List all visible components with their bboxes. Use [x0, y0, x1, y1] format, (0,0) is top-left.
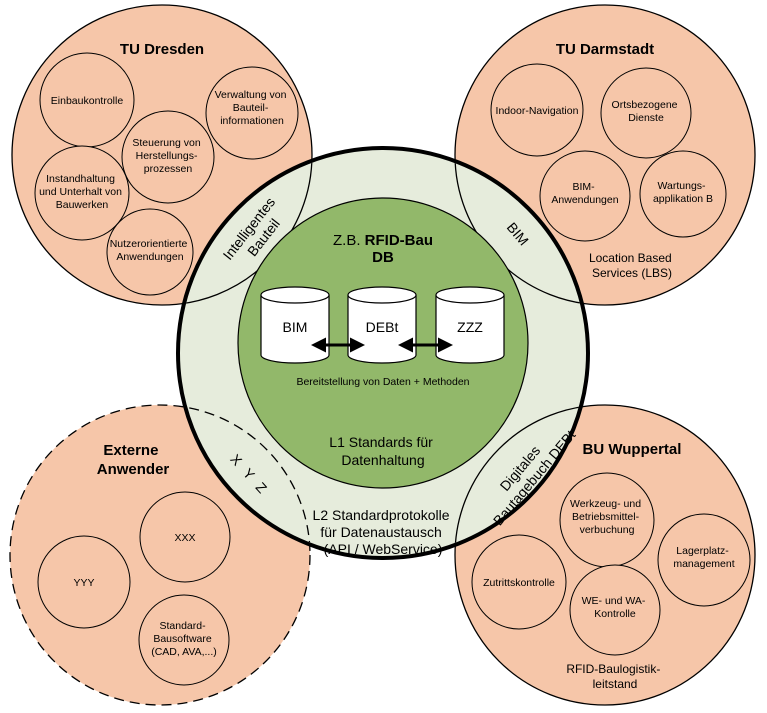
ortsbezogene-dienste-label: Ortsbezogene Dienste	[612, 99, 681, 124]
tu-darmstadt-title: TU Darmstadt	[556, 41, 654, 58]
core-title-db: DB	[372, 249, 394, 266]
database-debt[interactable]: DEBt	[347, 286, 417, 364]
database-bim-label: BIM	[283, 319, 308, 335]
herstellungsprozesse-label: Steuerung von Herstellungs- prozessen	[132, 137, 203, 175]
database-bim[interactable]: BIM	[260, 286, 330, 364]
xxx-circle[interactable]	[139, 491, 231, 583]
wartungsapplikation-label: Wartungs- applikation B	[653, 180, 713, 205]
wartungsapplikation-circle[interactable]	[639, 150, 727, 238]
zutrittskontrolle-circle[interactable]	[471, 534, 567, 630]
tu-dresden-title: TU Dresden	[120, 41, 204, 58]
bu-wuppertal-title: BU Wuppertal	[583, 441, 682, 458]
lbs-label: Location Based Services (LBS)	[589, 251, 675, 280]
nutzerorientierte-circle[interactable]	[106, 208, 194, 296]
einbaukontrolle-label: Einbaukontrolle	[51, 95, 124, 107]
core-title: Z.B. RFID-Bau	[333, 232, 433, 249]
we-wa-kontrolle-circle[interactable]	[569, 564, 661, 656]
we-wa-kontrolle-label: WE- und WA- Kontrolle	[582, 595, 649, 620]
indoor-navigation-label: Indoor-Navigation	[496, 105, 579, 117]
indoor-navigation-circle[interactable]	[490, 63, 584, 157]
herstellungsprozesse-circle[interactable]	[121, 110, 215, 204]
bauteilinformationen-circle[interactable]	[205, 66, 299, 160]
core-caption: Bereitstellung von Daten + Methoden	[296, 376, 469, 388]
werkzeug-label: Werkzeug- und Betriebsmittel- verbuchung	[570, 498, 644, 536]
xxx-label: XXX	[174, 532, 195, 544]
database-zzz-label: ZZZ	[457, 319, 483, 335]
lagerplatz-circle[interactable]	[657, 513, 751, 607]
yyy-circle[interactable]	[37, 535, 131, 629]
standard-bausoftware-circle[interactable]	[138, 594, 230, 686]
zutrittskontrolle-label: Zutrittskontrolle	[483, 577, 555, 589]
rfid-baulogistik-label: RFID-Baulogistik- leitstand	[566, 662, 663, 691]
instandhaltung-label: Instandhaltung und Unterhalt von Bauwerk…	[39, 173, 125, 211]
nutzerorientierte-label: Nutzerorientierte Anwendungen	[110, 238, 191, 263]
l2-standards-label: L2 Standardprotokolle für Datenaustausch…	[313, 507, 454, 557]
tu-dresden-group: TU Dresden Einbaukontrolle Verwaltung vo…	[11, 4, 313, 306]
database-debt-label: DEBt	[366, 319, 399, 335]
instandhaltung-circle[interactable]	[34, 145, 130, 241]
database-zzz[interactable]: ZZZ	[435, 286, 505, 364]
lagerplatz-label: Lagerplatz- management	[673, 545, 734, 570]
bim-anwendungen-label: BIM- Anwendungen	[551, 181, 618, 206]
ortsbezogene-dienste-circle[interactable]	[600, 67, 692, 159]
standard-bausoftware-label: Standard- Bausoftware (CAD, AVA,...)	[151, 620, 217, 658]
l1-standards-label: L1 Standards für Datenhaltung	[329, 434, 436, 468]
externe-anwender-title: Externe Anwender	[97, 442, 170, 478]
bauteilinformationen-label: Verwaltung von Bauteil- informationen	[215, 89, 290, 127]
yyy-label: YYY	[73, 577, 94, 589]
bim-anwendungen-circle[interactable]	[539, 150, 631, 242]
